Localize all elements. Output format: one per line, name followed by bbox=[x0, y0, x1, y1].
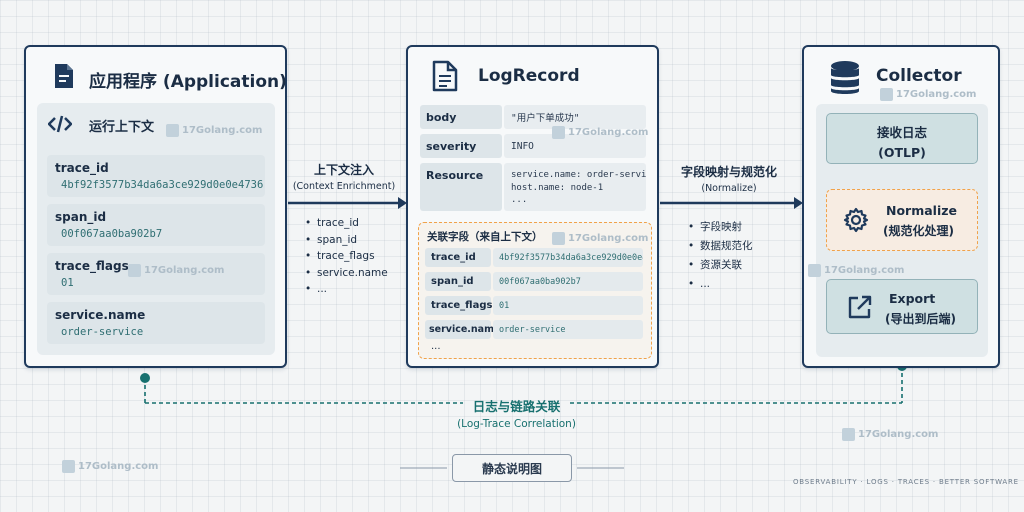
field-value: 00f067aa0ba902b7 bbox=[61, 228, 163, 240]
footer-tagline: OBSERVABILITY · LOGS · TRACES · BETTER S… bbox=[793, 478, 1019, 486]
document-icon bbox=[54, 63, 74, 93]
database-icon bbox=[829, 60, 861, 100]
field-value: 01 bbox=[61, 277, 74, 289]
export-line-2: (导出到后端) bbox=[885, 312, 956, 326]
list-item: ... bbox=[688, 275, 753, 294]
correlation-label: 日志与链路关联 (Log-Trace Correlation) bbox=[443, 396, 590, 430]
field-key: span_id bbox=[55, 210, 107, 224]
lr-key-body: body bbox=[420, 105, 502, 129]
external-link-icon bbox=[847, 294, 873, 323]
correlation-subtitle: (Log-Trace Correlation) bbox=[457, 418, 576, 430]
watermark-logo-icon bbox=[552, 232, 565, 245]
field-key: trace_flags bbox=[55, 259, 129, 273]
field-value: order-service bbox=[61, 326, 144, 338]
watermark: 17Golang.com bbox=[842, 428, 938, 441]
footer-caption: 静态说明图 bbox=[452, 454, 572, 482]
application-title: 应用程序 (Application) bbox=[89, 72, 287, 92]
enrichment-title: 上下文注入 bbox=[313, 163, 374, 177]
normalize-label: 字段映射与规范化 (Normalize) bbox=[664, 163, 794, 194]
ctx-value-service-name: order-service bbox=[493, 320, 643, 339]
enrichment-subtitle: (Context Enrichment) bbox=[292, 181, 396, 192]
watermark-logo-icon bbox=[552, 126, 565, 139]
ctx-value-span-id: 00f067aa0ba902b7 bbox=[493, 272, 643, 291]
resource-line-1: service.name: order-service bbox=[511, 170, 646, 180]
gear-icon bbox=[843, 207, 869, 237]
watermark-logo-icon bbox=[842, 428, 855, 441]
list-item: 数据规范化 bbox=[688, 237, 753, 256]
normalize-arrowhead bbox=[794, 197, 803, 209]
watermark: 17Golang.com bbox=[62, 460, 158, 473]
enrichment-bullets: trace_id span_id trace_flags service.nam… bbox=[305, 215, 388, 298]
export-line-1: Export bbox=[889, 291, 936, 306]
normalize-line-2: (规范化处理) bbox=[883, 224, 954, 238]
enrichment-label: 上下文注入 (Context Enrichment) bbox=[288, 161, 400, 192]
resource-label: Resource bbox=[426, 169, 484, 182]
correlation-dot-left bbox=[140, 373, 150, 383]
watermark-logo-icon bbox=[62, 460, 75, 473]
watermark: 17Golang.com bbox=[552, 232, 648, 245]
lr-value-severity: INFO bbox=[504, 134, 646, 158]
resource-line-3: ... bbox=[511, 195, 528, 205]
context-fields-section: 关联字段（来自上下文） trace_id 4bf92f3577b34da6a3c… bbox=[418, 222, 652, 359]
watermark-logo-icon bbox=[808, 264, 821, 277]
ctx-key-trace-flags: trace_flags bbox=[425, 296, 492, 315]
resource-line-2: host.name: node-1 bbox=[511, 182, 604, 193]
correlation-title: 日志与链路关联 bbox=[472, 399, 561, 414]
ctx-key-trace-id: trace_id bbox=[425, 248, 491, 267]
normalize-line-1: Normalize bbox=[886, 203, 957, 218]
lr-key-severity: severity bbox=[420, 134, 502, 158]
app-field-trace-id: trace_id 4bf92f3577b34da6a3ce929d0e0e473… bbox=[47, 155, 265, 197]
watermark: 17Golang.com bbox=[880, 88, 976, 101]
list-item: trace_flags bbox=[305, 248, 388, 265]
runtime-context: 运行上下文 trace_id 4bf92f3577b34da6a3ce929d0… bbox=[37, 103, 275, 355]
receive-logs-box: 接收日志 (OTLP) bbox=[826, 113, 978, 164]
application-panel: 应用程序 (Application) 运行上下文 trace_id 4bf92f… bbox=[24, 45, 287, 368]
list-item: 字段映射 bbox=[688, 218, 753, 237]
ctx-key-span-id: span_id bbox=[425, 272, 491, 291]
field-key: trace_id bbox=[55, 161, 109, 175]
collector-panel: Collector 接收日志 (OTLP) Normalize (规范化处理) bbox=[802, 45, 1000, 368]
app-field-trace-flags: trace_flags 01 bbox=[47, 253, 265, 295]
lr-value-body: "用户下单成功" bbox=[504, 105, 646, 129]
field-key: service.name bbox=[55, 308, 146, 322]
ctx-key-service-name: service.name bbox=[425, 320, 500, 339]
list-item: 资源关联 bbox=[688, 256, 753, 275]
logrecord-panel: LogRecord body "用户下单成功" severity INFO Re… bbox=[406, 45, 659, 368]
watermark: 17Golang.com bbox=[166, 124, 262, 137]
file-text-icon bbox=[432, 60, 458, 96]
context-fields-more: ... bbox=[431, 341, 441, 352]
normalize-bullets: 字段映射 数据规范化 资源关联 ... bbox=[688, 218, 753, 294]
normalize-title: 字段映射与规范化 bbox=[680, 165, 777, 179]
footer-caption-text: 静态说明图 bbox=[481, 461, 542, 476]
field-value: 4bf92f3577b34da6a3ce929d0e0e4736 bbox=[61, 179, 264, 191]
ctx-value-trace-id: 4bf92f3577b34da6a3ce929d0e0e4736 bbox=[493, 248, 643, 267]
normalize-box: Normalize (规范化处理) bbox=[826, 189, 978, 251]
watermark: 17Golang.com bbox=[808, 264, 904, 277]
watermark-logo-icon bbox=[880, 88, 893, 101]
receive-line-1: 接收日志 bbox=[876, 125, 927, 140]
ctx-value-trace-flags: 01 bbox=[493, 296, 643, 315]
list-item: service.name bbox=[305, 265, 388, 282]
watermark-logo-icon bbox=[128, 264, 141, 277]
lr-value-resource: service.name: order-service host.name: n… bbox=[504, 163, 646, 211]
list-item: span_id bbox=[305, 232, 388, 249]
watermark: 17Golang.com bbox=[128, 264, 224, 277]
enrichment-arrowhead bbox=[398, 197, 407, 209]
list-item: ... bbox=[305, 281, 388, 298]
logrecord-title: LogRecord bbox=[478, 66, 580, 86]
context-fields-title: 关联字段（来自上下文） bbox=[427, 231, 543, 243]
list-item: trace_id bbox=[305, 215, 388, 232]
runtime-context-title: 运行上下文 bbox=[89, 120, 155, 135]
code-icon bbox=[47, 115, 73, 137]
receive-line-2: (OTLP) bbox=[878, 145, 926, 160]
export-box: Export (导出到后端) bbox=[826, 279, 978, 334]
lr-key-resource: Resource bbox=[420, 163, 502, 211]
app-field-service-name: service.name order-service bbox=[47, 302, 265, 344]
collector-title: Collector bbox=[876, 66, 962, 86]
app-field-span-id: span_id 00f067aa0ba902b7 bbox=[47, 204, 265, 246]
normalize-subtitle: (Normalize) bbox=[701, 183, 757, 194]
watermark-logo-icon bbox=[166, 124, 179, 137]
watermark: 17Golang.com bbox=[552, 126, 648, 139]
